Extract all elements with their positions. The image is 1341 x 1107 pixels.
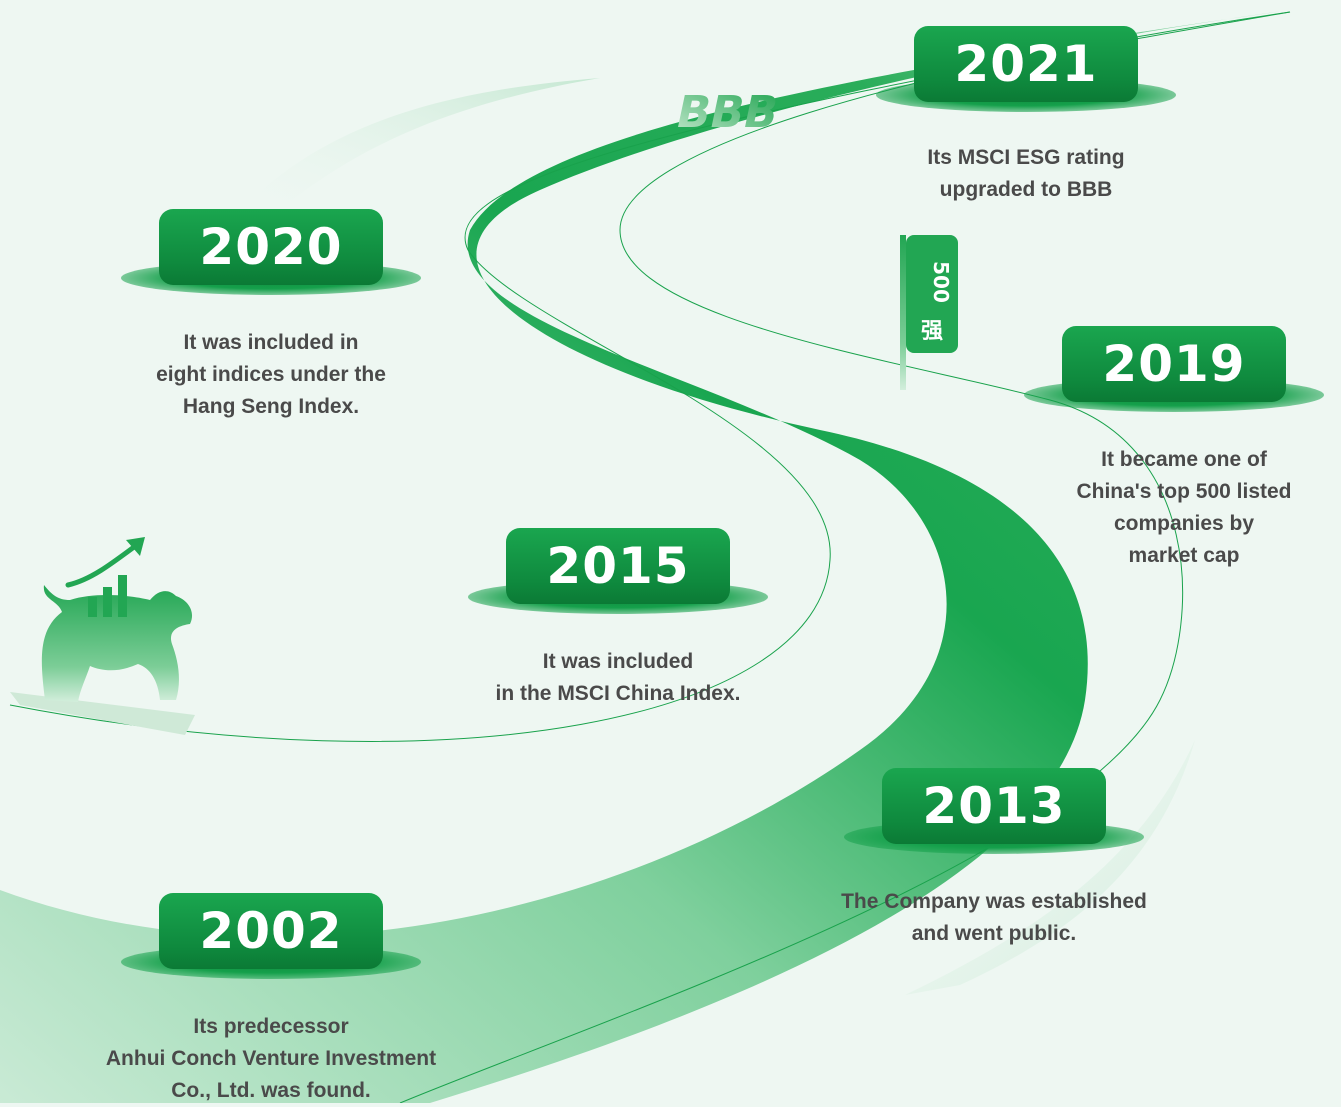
flag-character: 强 [921,319,943,344]
year-badge: 2021 [876,26,1176,136]
flag-banner [906,235,958,353]
year-badge: 2002 [121,893,421,1003]
year-label: 2015 [506,528,730,604]
milestone-description: It was included in eight indices under t… [156,331,386,418]
year-label: 2019 [1062,326,1286,402]
year-label: 2002 [159,893,383,969]
top500-flag: 500 强 [900,235,958,390]
milestone-description: Its predecessor Anhui Conch Venture Inve… [105,1015,437,1102]
year-badge: 2013 [844,768,1144,878]
milestone-description: It was included in the MSCI China Index. [495,650,741,705]
milestone-description: The Company was established and went pub… [841,890,1147,945]
milestone-2020: 2020 It was included in eight indices un… [121,209,421,423]
milestone-2002: 2002 Its predecessor Anhui Conch Venture… [106,893,436,1107]
milestone-2021: 2021 Its MSCI ESG rating upgraded to BBB [876,26,1176,206]
milestone-description: It became one of China's top 500 listed … [1076,448,1292,567]
year-label: 2013 [882,768,1106,844]
milestone-2013: 2013 The Company was established and wen… [841,768,1147,950]
year-label: 2020 [159,209,383,285]
year-badge: 2019 [1024,326,1324,436]
milestone-2015: 2015 It was included in the MSCI China I… [468,528,768,710]
year-badge: 2020 [121,209,421,319]
flag-number: 500 [929,261,953,303]
milestone-description: Its MSCI ESG rating upgraded to BBB [927,146,1125,201]
bull-market-icon [10,537,195,735]
decorative-arc-top [240,78,600,215]
year-label: 2021 [914,26,1138,102]
year-badge: 2015 [468,528,768,638]
bbb-sign: BBB [672,87,783,137]
flag-pole [900,235,906,390]
milestone-2019: 2019 It became one of China's top 500 li… [1024,326,1324,572]
guide-line-left [9,11,1291,742]
rising-chart-icon [65,541,141,588]
